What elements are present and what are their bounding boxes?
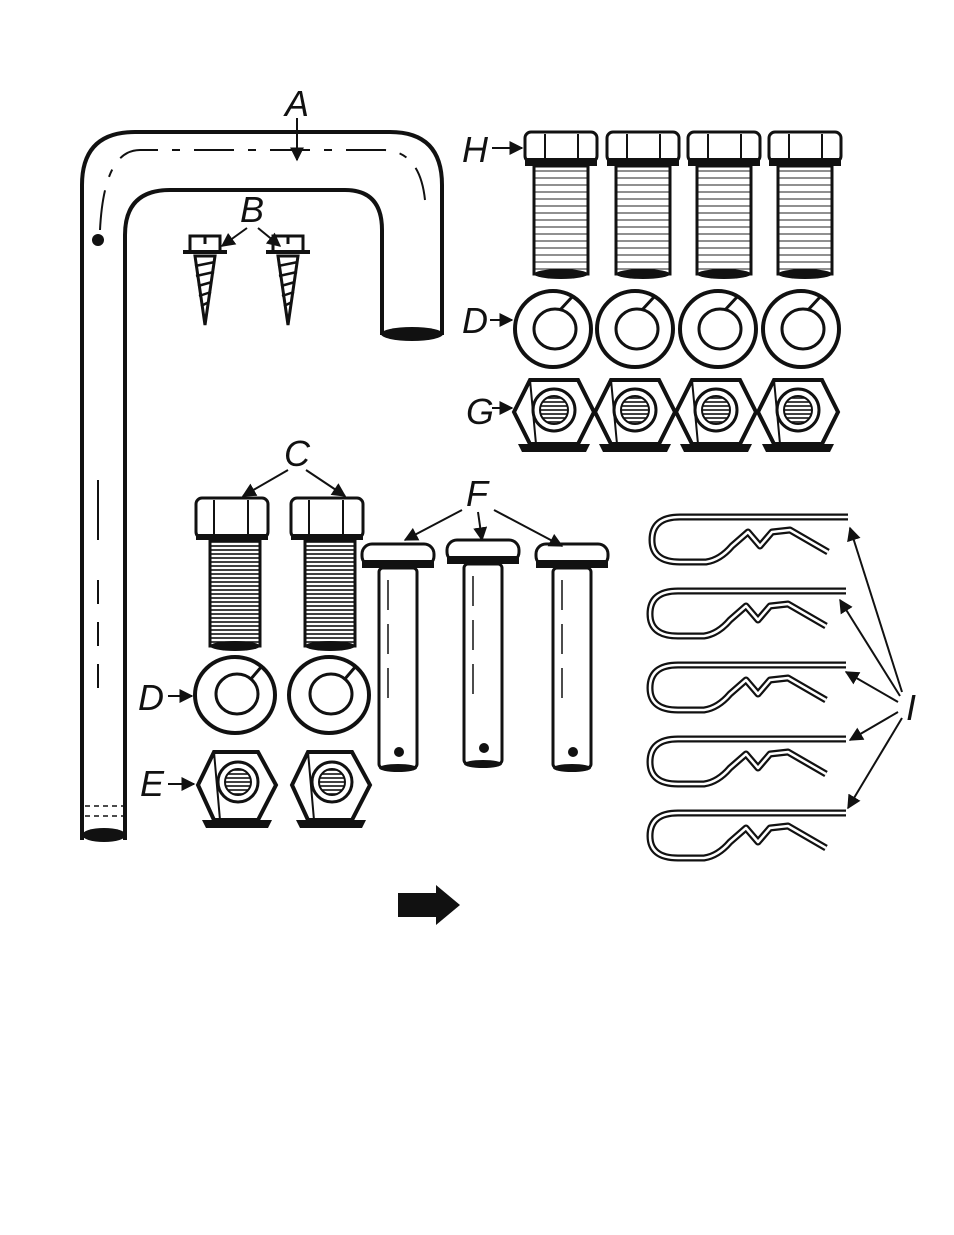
- label-d-bottom: D: [138, 677, 164, 718]
- part-e-nuts: [168, 752, 370, 828]
- part-d-lock-washers-bottom: [168, 657, 369, 733]
- right-arrow-icon: [398, 885, 460, 925]
- label-b: B: [240, 189, 264, 230]
- part-d-lock-washers-top: [490, 291, 839, 367]
- label-h: H: [462, 129, 489, 170]
- label-f: F: [466, 473, 490, 514]
- part-f-clevis-pins: [362, 510, 608, 772]
- label-c: C: [284, 433, 311, 474]
- part-i-hitch-pin-clips: [650, 517, 902, 858]
- part-g-nuts: [492, 380, 838, 452]
- label-d-top: D: [462, 300, 488, 341]
- part-c-bolts: [196, 470, 363, 651]
- part-h-bolts: [492, 132, 841, 279]
- label-e: E: [140, 763, 165, 804]
- label-i: I: [906, 687, 916, 728]
- label-g: G: [466, 391, 494, 432]
- label-a: A: [283, 83, 309, 124]
- part-b-screws: [183, 228, 310, 325]
